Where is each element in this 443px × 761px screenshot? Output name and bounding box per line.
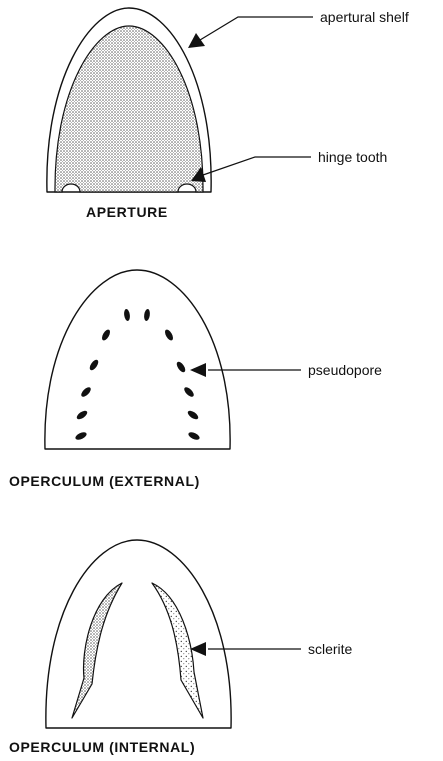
aperture-figure: apertural shelf hinge tooth APERTURE [47,8,409,220]
pseudopore [143,309,150,322]
hinge-tooth-label: hinge tooth [318,149,387,165]
operculum-external-figure: pseudopore OPERCULUM (EXTERNAL) [9,270,382,489]
apertural-shelf-pointer [188,17,313,48]
pseudopore [88,358,100,371]
apertural-shelf-label: apertural shelf [320,9,409,25]
pseudopore [187,431,200,442]
hinge-tooth-pointer [191,157,311,182]
operculum-external-outline [45,270,230,449]
pseudopore-pointer [190,363,301,377]
pseudopore [80,386,93,399]
operculum-internal-figure: sclerite OPERCULUM (INTERNAL) [9,540,353,755]
aperture-caption: APERTURE [86,204,168,220]
pseudopore [123,309,130,322]
pseudopore [100,328,111,341]
sclerite-label: sclerite [308,641,353,657]
pseudopores [74,309,200,442]
pseudopore [74,431,87,442]
operculum-internal-caption: OPERCULUM (INTERNAL) [9,739,195,755]
aperture-opening [55,26,203,192]
pseudopore-label: pseudopore [308,362,382,378]
operculum-external-caption: OPERCULUM (EXTERNAL) [9,473,200,489]
pseudopore [175,360,187,373]
pseudopore [163,328,174,341]
sclerite-pointer [190,642,301,656]
pseudopore [183,386,196,399]
operculum-internal-outline [46,540,231,728]
pseudopore [75,409,88,421]
pseudopore [186,409,199,421]
sclerite-left [72,583,122,718]
